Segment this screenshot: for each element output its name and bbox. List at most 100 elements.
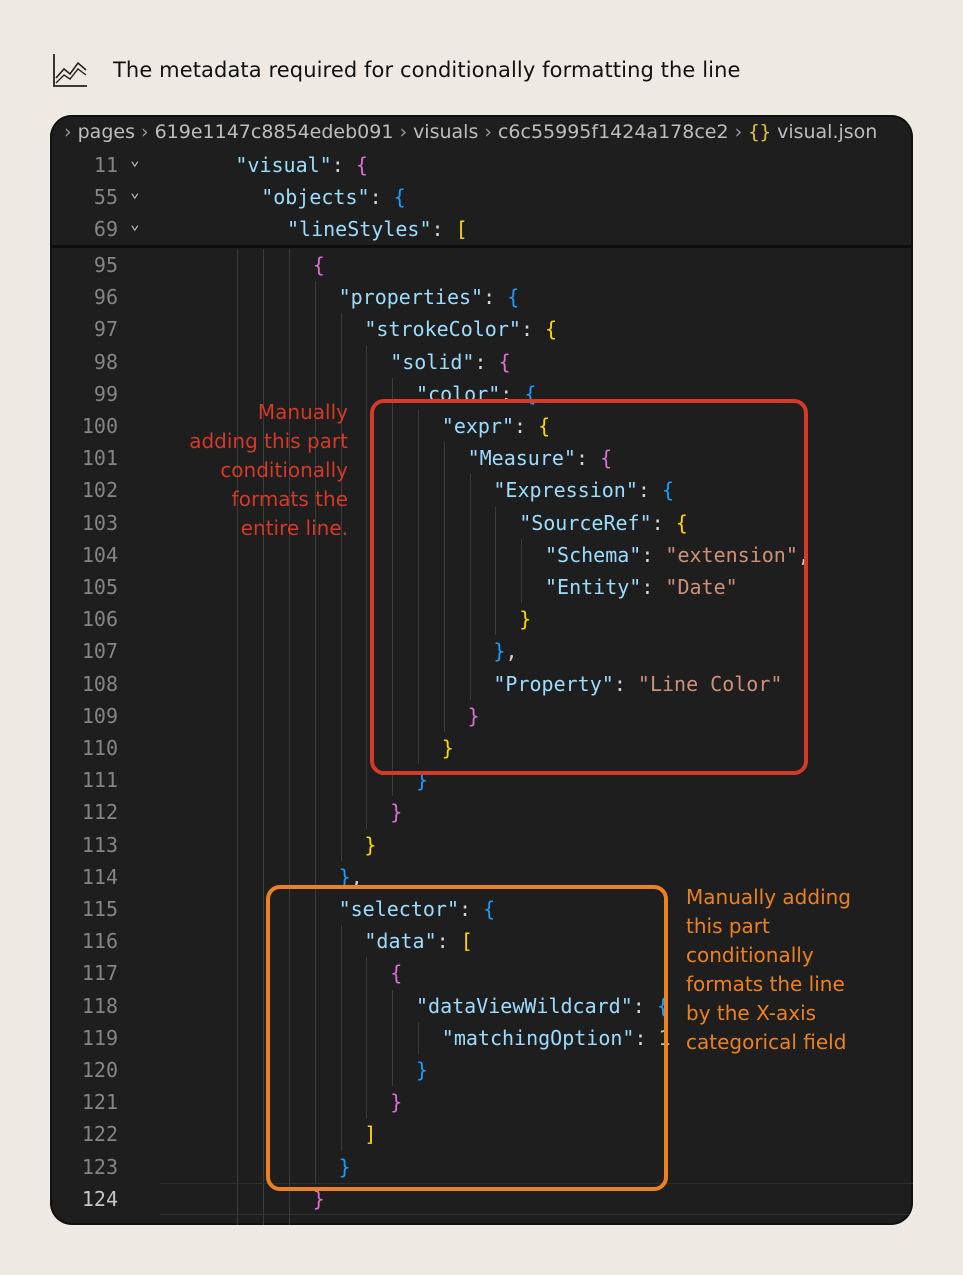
code-area[interactable]: 11 ⌄ "visual": { 55 ⌄ "objects": { 69⌄"lineSty… [50,115,913,1225]
code-text: "Schema": "extension", [545,542,810,567]
code-text: } [416,1058,429,1082]
indent-guide [418,410,419,765]
sticky-scroll-divider [50,245,913,248]
line-number: 117 [81,961,118,986]
chevron-right-icon: › [484,121,492,143]
indent-guide [392,989,394,1087]
chevron-down-icon[interactable]: ⌄ [130,150,140,169]
code-editor[interactable]: › pages › 619e1147c8854edeb091 › visuals… [50,115,913,1225]
code-line[interactable]: 109} [50,700,913,732]
code-line[interactable]: 123} [50,1151,913,1183]
code-line[interactable]: 96 "properties": { [50,281,913,313]
indent-guide [314,281,316,1183]
code-line[interactable]: 112} [50,796,913,828]
current-line-highlight [160,1182,913,1215]
code-text: "strokeColor": { [364,317,558,342]
code-text: } [390,1090,403,1115]
annotation-orange-box [266,885,668,1191]
code-line[interactable]: 100"expr": { [50,410,913,442]
breadcrumb-item[interactable]: pages [77,121,135,143]
line-number: 113 [81,832,118,857]
annotation-line: conditionally [686,943,814,967]
line-number: 107 [81,639,118,664]
line-number: 108 [81,671,118,696]
code-text: "properties": { [338,285,520,310]
annotation-line: conditionally [220,458,348,482]
breadcrumb-file[interactable]: visual.json [777,121,878,143]
line-number: 100 [81,414,118,438]
annotation-line: formats the [231,487,348,511]
code-line[interactable]: 113} [50,829,913,861]
code-line[interactable]: 110} [50,732,913,764]
code-line[interactable]: 102"Expression": { [50,474,913,506]
indent-guide [443,442,445,732]
code-text: "Measure": { [467,446,613,471]
line-number: 123 [81,1154,118,1179]
breadcrumb-item[interactable]: visuals [413,121,479,143]
line-number: 97 [93,317,118,342]
line-number: 115 [81,897,118,921]
breadcrumb-item[interactable]: c6c55995f1424a178ce2 [497,121,729,143]
breadcrumb-item[interactable]: 619e1147c8854edeb091 [154,121,394,143]
code-line[interactable]: 117{ [50,957,913,989]
code-line[interactable]: 103"SourceRef": { [50,507,913,539]
code-text: "dataViewWildcard": { [416,993,669,1018]
line-number: 55 [93,185,118,209]
code-text: }, [493,639,518,664]
line-number: 114 [81,864,118,889]
code-line[interactable]: 101"Measure": { [50,442,913,474]
indent-guide [469,474,471,700]
line-number: 106 [81,607,118,632]
code-line[interactable]: 104 "Schema": "extension", [50,539,913,571]
line-number: 110 [81,736,118,760]
annotation-red-box [370,399,808,775]
line-number: 122 [81,1122,118,1147]
annotation-line: categorical field [686,1030,847,1054]
annotation-line: adding this part [189,429,348,453]
annotation-line: entire line. [240,516,348,540]
code-line[interactable]: 98"solid": { [50,346,913,378]
json-file-icon: {} [748,121,772,143]
code-line[interactable]: 97 "strokeColor": { [50,313,913,345]
indent-guide [366,957,368,1119]
code-line[interactable]: 116"data": [ [50,925,913,957]
sticky-scroll-line[interactable]: 11 ⌄ "visual": { [50,149,913,181]
annotation-line: formats the line [686,972,845,996]
sticky-scroll-line[interactable]: 69⌄"lineStyles": [ [50,213,913,245]
line-number: 104 [81,542,118,567]
code-line[interactable]: 111} [50,764,913,796]
code-line[interactable]: 118 "dataViewWildcard": { [50,990,913,1022]
annotation-line: by the X-axis [686,1001,817,1025]
code-text: "data": [ [364,929,473,954]
line-number: 96 [93,285,118,310]
chevron-down-icon[interactable]: ⌄ [130,214,140,233]
code-text: "visual": { [235,153,368,177]
code-line[interactable]: 106} [50,603,913,635]
indent-guide [392,377,394,797]
line-number: 118 [81,993,118,1018]
code-line[interactable]: 107}, [50,635,913,667]
line-number: 98 [93,349,118,374]
code-line[interactable]: 95{ [50,249,913,281]
line-number: 103 [81,510,118,535]
code-line[interactable]: 121} [50,1086,913,1118]
code-line[interactable]: 120} [50,1054,913,1086]
chevron-down-icon[interactable]: ⌄ [130,182,140,201]
code-text: "objects": { [261,185,406,209]
line-number: 124 [81,1186,118,1211]
page-title: The metadata required for conditionally … [113,58,741,82]
line-number: 102 [81,478,118,503]
code-text: "Property": "Line Color" [493,671,783,696]
line-number: 121 [81,1090,118,1115]
code-line[interactable]: 108 "Property": "Line Color" [50,668,913,700]
line-number: 112 [81,800,118,825]
code-line[interactable]: 124} [50,1183,913,1215]
chevron-right-icon: › [140,121,149,143]
line-number: 11 [93,153,118,177]
code-line[interactable]: 114}, [50,861,913,893]
code-line[interactable]: 105"Entity": "Date" [50,571,913,603]
sticky-scroll-line[interactable]: 55 ⌄ "objects": { [50,181,913,213]
breadcrumb: › pages › 619e1147c8854edeb091 › visuals… [50,115,913,149]
code-line[interactable]: 115"selector": { [50,893,913,925]
code-line[interactable]: 122] [50,1118,913,1150]
